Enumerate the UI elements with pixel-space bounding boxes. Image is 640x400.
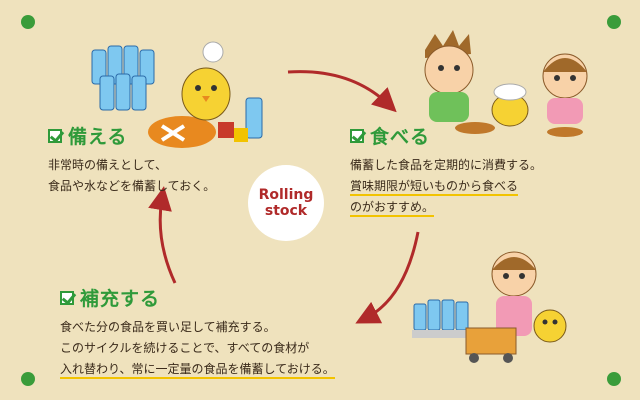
corner-dot-bottom-left [21,372,35,386]
step-prepare: 備える 非常時の備えとして、 食品や水などを備蓄しておく。 [48,122,215,197]
step-replenish-highlight: 入れ替わり、常に一定量の食品を備蓄しておける。 [60,362,335,379]
step-eat-title: 食べる [370,126,431,148]
corner-dot-top-left [21,15,35,29]
family-illustration [424,30,588,137]
checkbox-icon [60,290,74,305]
step-prepare-line-1: 非常時の備えとして、 [48,158,168,172]
step-replenish-heading: 補充する [60,284,335,311]
step-eat-heading: 食べる [350,122,542,149]
step-eat-highlight-2: のがおすすめ。 [350,200,435,217]
step-eat-highlight-1: 賞味期限が短いものから食べる [350,179,519,196]
checkbox-icon [48,128,62,143]
step-prepare-text: 非常時の備えとして、 食品や水などを備蓄しておく。 [48,155,215,197]
center-line-2: stock [264,203,308,219]
step-eat: 食べる 備蓄した食品を定期的に消費する。 賞味期限が短いものから食べる のがおす… [350,122,542,218]
step-replenish-text: 食べた分の食品を買い足して補充する。 このサイクルを続けることで、すべての食材が… [60,317,335,380]
checkbox-icon [350,128,364,143]
center-line-1: Rolling [258,187,314,203]
step-prepare-heading: 備える [48,122,215,149]
step-replenish-line-2: このサイクルを続けることで、すべての食材が [60,341,310,355]
stock-illustration [91,41,263,148]
step-eat-line-1: 備蓄した食品を定期的に消費する。 [350,158,543,172]
step-eat-line-3: のがおすすめ。 [350,197,542,218]
rolling-stock-badge: Rolling stock [248,165,324,241]
step-replenish-title: 補充する [80,288,161,310]
arrow-eat-to-replenish [355,231,420,324]
arrow-replenish-to-prepare [148,186,177,284]
step-replenish-line-1: 食べた分の食品を買い足して補充する。 [60,320,276,334]
arrow-prepare-to-eat [287,70,397,113]
step-eat-text: 備蓄した食品を定期的に消費する。 賞味期限が短いものから食べる のがおすすめ。 [350,155,542,218]
step-prepare-line-2: 食品や水などを備蓄しておく。 [48,179,216,193]
step-eat-line-2: 賞味期限が短いものから食べる [350,176,542,197]
corner-dot-bottom-right [607,372,621,386]
step-prepare-title: 備える [68,126,128,148]
shopping-illustration [412,251,567,363]
step-replenish-line-3: 入れ替わり、常に一定量の食品を備蓄しておける。 [60,359,335,380]
corner-dot-top-right [607,15,621,29]
step-replenish: 補充する 食べた分の食品を買い足して補充する。 このサイクルを続けることで、すべ… [60,284,335,380]
